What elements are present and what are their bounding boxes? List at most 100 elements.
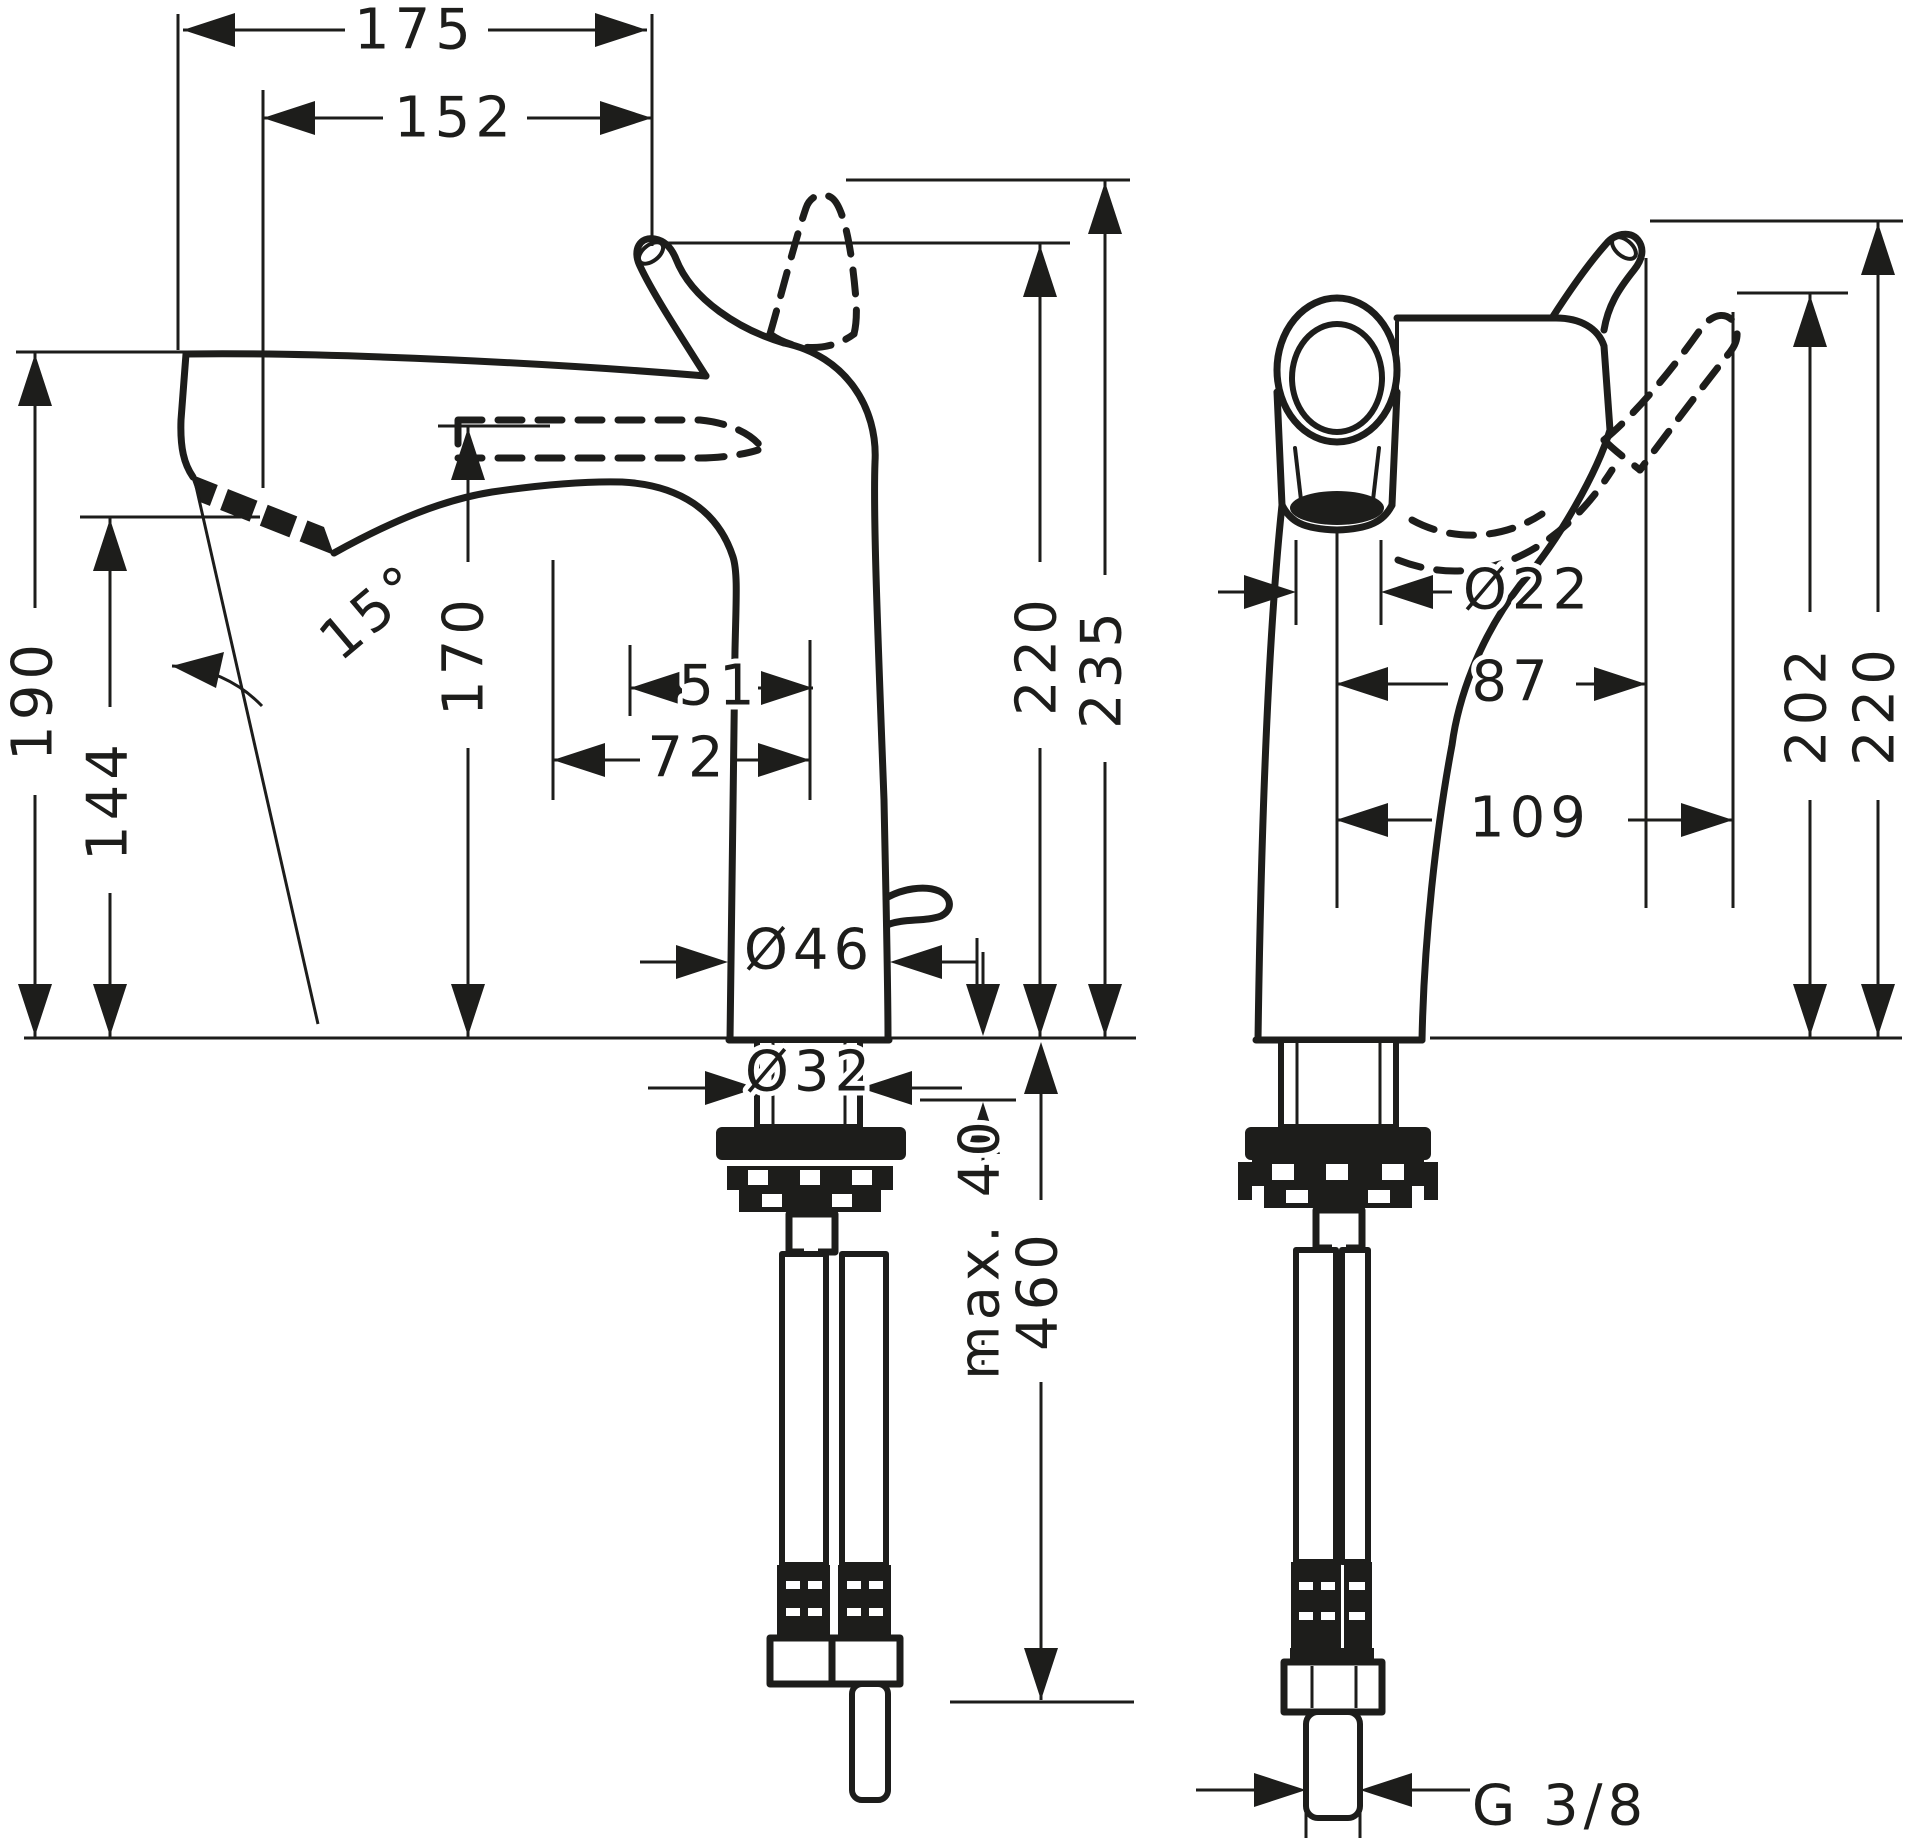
arrow <box>93 984 127 1036</box>
arrow <box>705 1071 757 1105</box>
dim-hose-length: 460 <box>1006 1229 1071 1351</box>
popup-rod-knob <box>882 884 953 929</box>
faucet-front-outline <box>1254 230 1741 1044</box>
hose-braid <box>838 1565 891 1638</box>
arrow <box>1336 667 1388 701</box>
spout-taper-line <box>1371 446 1381 502</box>
hose-braid <box>1344 1562 1372 1648</box>
hose-nut <box>766 1634 842 1688</box>
nut-slot <box>852 1170 872 1185</box>
nut-slot <box>762 1194 782 1207</box>
handle-base-dashed <box>1394 466 1616 575</box>
dim-outlet-angle: 15° <box>307 550 436 673</box>
supply-hose <box>1293 1247 1339 1565</box>
side-tab <box>1424 1162 1438 1200</box>
nut-slot <box>800 1170 820 1185</box>
arrow <box>1861 984 1895 1036</box>
arrow <box>761 671 813 705</box>
arrow <box>263 101 315 135</box>
body-right-outline <box>1393 314 1614 1044</box>
handle-solid <box>633 235 788 380</box>
dim-spout-reach: 152 <box>394 86 516 151</box>
arrow <box>1244 575 1296 609</box>
arrow <box>1023 245 1057 297</box>
arrow <box>966 984 1000 1036</box>
dim-body-diameter: Ø46 <box>744 918 874 983</box>
braid-pattern <box>786 1581 883 1616</box>
arrow <box>600 101 652 135</box>
braid-pattern <box>1299 1582 1365 1620</box>
shank <box>1278 1037 1399 1130</box>
handle-raised-base-dashed <box>766 330 858 351</box>
supply-hose <box>779 1251 829 1568</box>
side-view: 175 152 190 144 15° <box>0 0 1140 1803</box>
front-view-dimensions: Ø22 87 109 202 220 <box>1196 219 1913 1843</box>
dim-handle-rest-height: 202 <box>1775 644 1840 766</box>
front-view-mounting <box>1238 1037 1438 1821</box>
supply-hose <box>839 1251 889 1568</box>
dim-handle-height: 220 <box>1005 594 1070 716</box>
nut-slot <box>832 1194 852 1207</box>
arrow <box>1861 223 1895 275</box>
nut-slot <box>748 1170 768 1185</box>
spout-top-edge <box>182 350 710 380</box>
dim-waterway-height: 170 <box>432 594 497 716</box>
aerator-slot <box>206 482 230 518</box>
body-left-outline <box>1254 501 1286 1044</box>
spout-taper-line <box>1293 446 1303 502</box>
dim-connection-thread: G 3/8 <box>1472 1774 1648 1839</box>
dim-total-reach: 175 <box>354 0 476 63</box>
front-view: Ø22 87 109 202 220 <box>1196 219 1913 1843</box>
handle-base-dashed-inner <box>1408 510 1546 539</box>
arrow <box>1088 182 1122 234</box>
dim-offset-72: 72 <box>647 726 728 791</box>
side-view-mounting <box>716 1037 906 1803</box>
arrow <box>18 984 52 1036</box>
arrow <box>1793 984 1827 1036</box>
aerator-front <box>1290 491 1384 525</box>
spout-tube-edge <box>1388 388 1401 509</box>
hose-braid <box>777 1565 830 1638</box>
arrow <box>1024 1042 1058 1094</box>
connection-pipe <box>849 1681 891 1803</box>
nut-slot <box>1326 1164 1348 1180</box>
supply-hose <box>1339 1247 1371 1565</box>
arrow <box>1254 1773 1306 1807</box>
arrow <box>1381 575 1433 609</box>
dim-outlet-height: 144 <box>76 739 141 861</box>
arrow <box>1024 1648 1058 1700</box>
dim-spout-top-height: 190 <box>1 639 66 761</box>
nut-slot <box>1272 1164 1294 1180</box>
dim-center-to-handle: 87 <box>1471 650 1552 715</box>
hose-braid <box>1291 1562 1341 1648</box>
dim-spout-diameter: Ø22 <box>1463 558 1593 623</box>
flange-washer <box>1245 1127 1431 1160</box>
side-tab <box>1238 1162 1252 1200</box>
nut-slot <box>1382 1164 1404 1180</box>
spout-tube-edge <box>1273 388 1286 509</box>
hose-nut <box>1280 1658 1386 1716</box>
arrow <box>1793 295 1827 347</box>
arrow <box>451 984 485 1036</box>
spout-underside <box>330 478 740 1044</box>
handle-raised-dashed <box>766 191 860 338</box>
arrow <box>890 945 942 979</box>
dim-deck-max: max. 40 <box>948 1116 1013 1380</box>
arrow <box>451 428 485 480</box>
dim-handle-total-height: 220 <box>1843 644 1908 766</box>
handle-tip-cap <box>636 240 666 266</box>
side-view-dimensions: 175 152 190 144 15° <box>0 0 1140 1704</box>
handle-solid-front <box>1548 230 1646 334</box>
arrow <box>1088 984 1122 1036</box>
nut-slot <box>1286 1190 1308 1203</box>
aerator-slot <box>246 497 270 533</box>
aerator-slot <box>286 512 310 548</box>
arrow <box>1360 1773 1412 1807</box>
arrow <box>966 1102 1000 1154</box>
dim-center-to-handle-up: 109 <box>1469 786 1591 851</box>
arrow <box>1023 984 1057 1036</box>
faucet-side-outline <box>177 191 953 1044</box>
spout-rim-inner <box>1289 321 1385 435</box>
arrow <box>1594 667 1646 701</box>
